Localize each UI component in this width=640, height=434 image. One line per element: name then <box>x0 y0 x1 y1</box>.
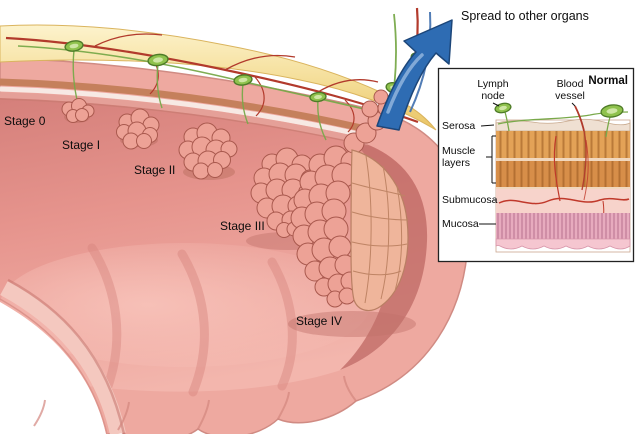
stage-4-label: Stage IV <box>296 314 343 328</box>
inset-leader-lines <box>479 102 576 225</box>
lymphatic-system <box>17 13 426 141</box>
stage-3-label: Stage III <box>220 219 265 233</box>
stage-1-label: Stage I <box>62 138 101 152</box>
inset-blood-vessel-label: Blood vessel <box>555 78 585 103</box>
inset-title: Normal <box>588 75 628 87</box>
stage-0-label: Stage 0 <box>4 114 46 128</box>
inset-layer-submucosa-label: Submucosa <box>442 194 498 206</box>
inset-layer-muscle-label: Muscle layers <box>442 145 476 170</box>
spread-label: Spread to other organs <box>461 9 589 23</box>
inset-normal-tissue <box>437 67 635 263</box>
inset-layer-mucosa-label: Mucosa <box>442 218 479 230</box>
inset-layer-serosa-label: Serosa <box>442 120 476 132</box>
tumor-stage-2 <box>178 122 238 180</box>
tumor-stage-0 <box>61 98 95 123</box>
tumor-stage-1 <box>116 108 160 150</box>
tumor-stage-4 <box>288 89 416 337</box>
inset-lymph-node-label: Lymph node <box>477 78 509 103</box>
spread-arrow <box>376 19 453 131</box>
inset-blood-vessel-icon <box>574 105 587 191</box>
stage-2-label: Stage II <box>134 163 176 177</box>
